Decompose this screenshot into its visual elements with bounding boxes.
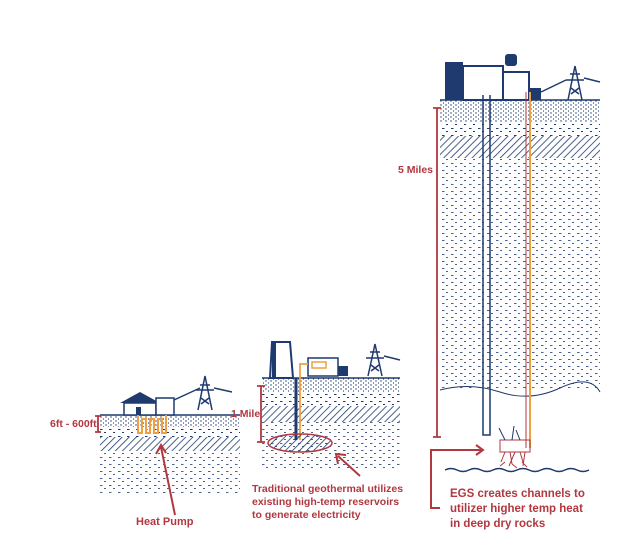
traditional-geothermal-panel xyxy=(257,341,401,477)
depth-label-egs: 5 Miles xyxy=(398,164,434,176)
caption-line: utilizer higher temp heat xyxy=(450,503,583,515)
depth-bracket xyxy=(433,107,441,438)
caption-line: to generate electricity xyxy=(252,509,361,521)
power-plant-icon xyxy=(307,357,348,377)
caption-heat-pump: Heat Pump xyxy=(136,516,194,528)
caption-line: existing high-temp reservoirs xyxy=(252,496,400,508)
depth-label-heat-pump: 6ft - 600ft xyxy=(50,418,97,430)
caption-egs: EGS creates channels to utilizer higher … xyxy=(450,487,585,532)
heat-pump-coil xyxy=(137,415,167,434)
injection-well xyxy=(482,95,491,436)
soil-layer xyxy=(100,415,240,427)
caption-traditional: Traditional geothermal utilizes existing… xyxy=(252,483,403,522)
soil-layer xyxy=(100,427,240,437)
caption-line: in deep dry rocks xyxy=(450,518,546,530)
reservoir xyxy=(267,433,333,453)
arrow-icon xyxy=(430,444,485,509)
power-tower-icon xyxy=(540,65,601,101)
caption-line: EGS creates channels to xyxy=(450,488,585,500)
power-plant-icon xyxy=(445,54,541,101)
depth-bracket xyxy=(257,385,265,443)
heat-pump-panel xyxy=(95,375,240,516)
fracture-network xyxy=(498,425,531,469)
caption-line: Traditional geothermal utilizes xyxy=(252,483,404,495)
rock-line xyxy=(444,467,590,473)
depth-label-traditional: 1 Mile xyxy=(231,408,261,420)
depth-bracket xyxy=(95,415,101,433)
power-tower-icon xyxy=(366,343,401,377)
arrow-icon xyxy=(155,443,176,516)
power-tower-icon xyxy=(173,375,233,411)
egs-panel xyxy=(430,54,601,509)
house-icon xyxy=(120,392,175,416)
arrow-icon xyxy=(334,452,361,477)
rock-layer xyxy=(100,437,240,451)
